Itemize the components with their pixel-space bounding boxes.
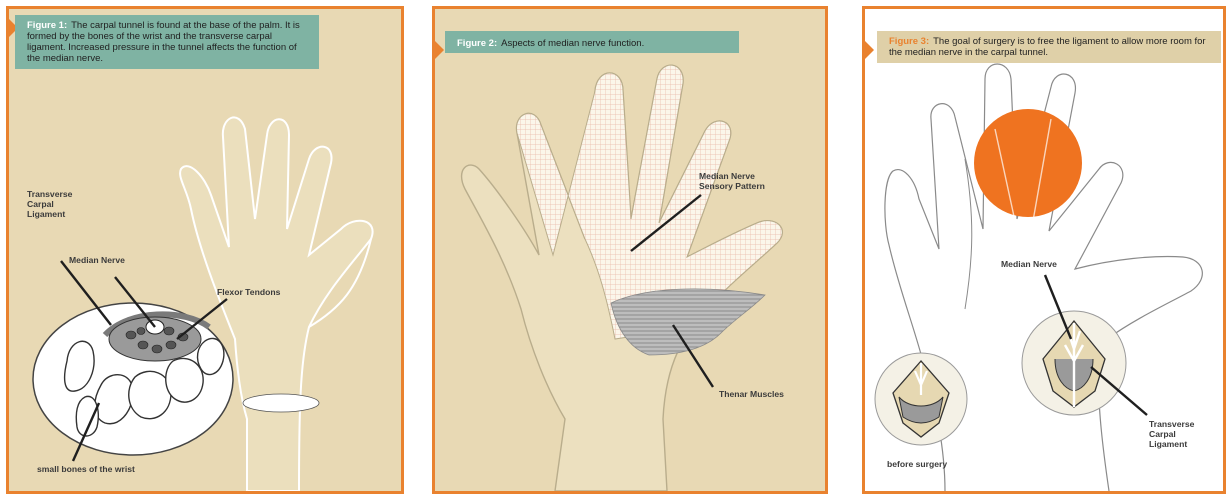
median-nerve-function-illustration bbox=[435, 9, 825, 491]
figure-3-panel: Figure 3:The goal of surgery is to free … bbox=[862, 6, 1226, 494]
label-median-nerve: Median Nerve bbox=[69, 255, 125, 265]
label-small-bones: small bones of the wrist bbox=[37, 464, 135, 474]
hand-outline bbox=[180, 117, 373, 491]
figure-1-panel: Figure 1:The carpal tunnel is found at t… bbox=[6, 6, 404, 494]
label-flexor-tendons: Flexor Tendons bbox=[217, 287, 280, 297]
figure-2-panel: Figure 2: Aspects of median nerve functio… bbox=[432, 6, 828, 494]
figure-marker-arrow bbox=[435, 41, 444, 59]
figure-2-caption: Figure 2: Aspects of median nerve functio… bbox=[445, 31, 739, 53]
figure-2-label: Figure 2: bbox=[457, 38, 497, 49]
wrist-section-small bbox=[243, 394, 319, 412]
figure-3-caption: Figure 3:The goal of surgery is to free … bbox=[877, 31, 1221, 63]
label-transverse-ligament: Transverse Carpal Ligament bbox=[1149, 419, 1194, 449]
orange-circle-highlight bbox=[974, 109, 1082, 217]
label-thenar-muscles: Thenar Muscles bbox=[719, 389, 784, 399]
label-transverse-ligament: Transverse Carpal Ligament bbox=[27, 189, 72, 219]
figure-1-label: Figure 1: bbox=[27, 20, 67, 31]
figure-marker-arrow bbox=[865, 41, 874, 59]
label-median-nerve: Median Nerve bbox=[1001, 259, 1057, 269]
figure-3-text: The goal of surgery is to free the ligam… bbox=[889, 36, 1206, 58]
thenar-muscles-area bbox=[611, 289, 765, 355]
figure-1-text: The carpal tunnel is found at the base o… bbox=[27, 20, 300, 64]
label-before-surgery: before surgery bbox=[887, 459, 947, 469]
figure-3-label: Figure 3: bbox=[889, 36, 929, 47]
label-sensory-pattern: Median Nerve Sensory Pattern bbox=[699, 171, 765, 191]
figure-1-caption: Figure 1:The carpal tunnel is found at t… bbox=[15, 15, 319, 69]
carpal-tunnel-illustration bbox=[9, 9, 401, 491]
figure-2-text: Aspects of median nerve function. bbox=[501, 38, 644, 49]
